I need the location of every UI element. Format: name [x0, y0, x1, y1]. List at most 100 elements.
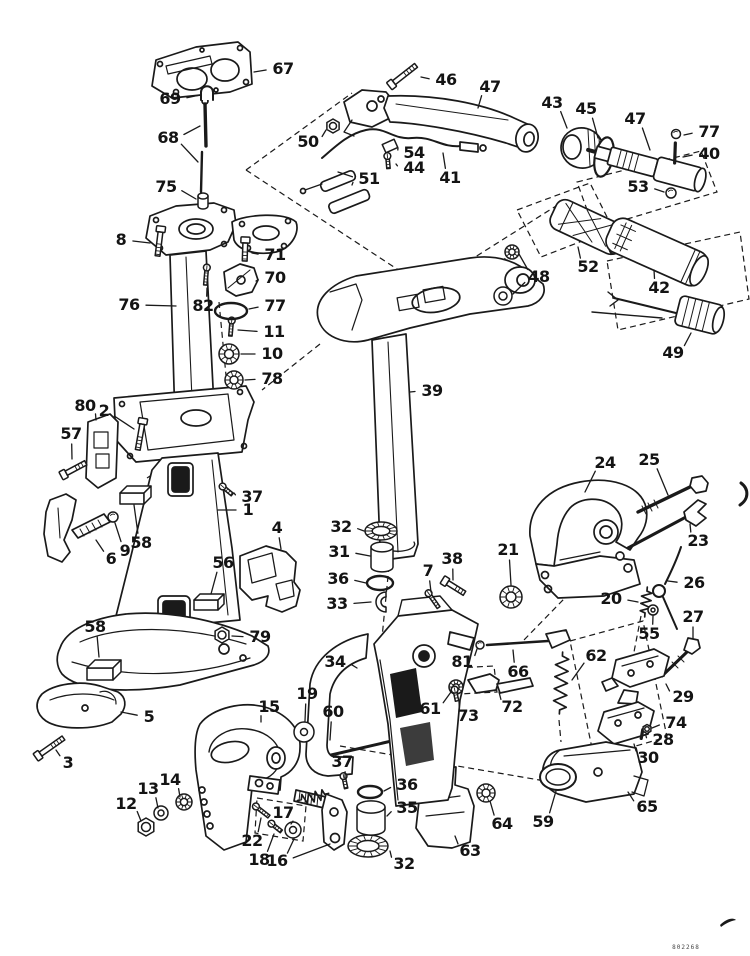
lock-wire-26	[652, 546, 682, 630]
callout-39: 39	[421, 381, 443, 400]
bolt-71-glyph	[240, 236, 251, 262]
callout-10: 10	[261, 344, 283, 363]
bolt-3-glyph	[32, 735, 66, 762]
mount-58a-glyph	[119, 485, 152, 505]
callout-58: 58	[130, 533, 152, 552]
callout-17: 17	[272, 803, 294, 822]
callout-58: 58	[84, 617, 106, 636]
callout-37: 37	[331, 752, 353, 771]
pivot-bolt-27	[660, 637, 701, 678]
callout-19: 19	[296, 684, 318, 703]
clamp-handle-5	[36, 682, 126, 729]
callout-44: 44	[403, 158, 425, 177]
callout-80: 80	[74, 396, 96, 415]
callout-77: 77	[698, 122, 720, 141]
callout-8: 8	[115, 230, 127, 249]
callout-32: 32	[393, 854, 415, 873]
screw-44-glyph	[383, 151, 392, 170]
callout-2: 2	[98, 401, 110, 420]
bushing-31-glyph	[370, 541, 394, 573]
callout-16: 16	[266, 851, 288, 870]
callout-67: 67	[272, 59, 294, 78]
print-artifact	[720, 481, 749, 927]
grip-ring-43	[560, 127, 604, 169]
callout-33: 33	[326, 594, 348, 613]
callout-34: 34	[324, 652, 346, 671]
clip-69-glyph	[200, 85, 214, 101]
callout-42: 42	[648, 278, 670, 297]
callout-50: 50	[297, 132, 319, 151]
callout-32: 32	[330, 517, 352, 536]
bracket-30	[597, 689, 655, 745]
callout-54: 54	[403, 143, 425, 162]
callout-82: 82	[192, 296, 214, 315]
screw-7-glyph	[424, 589, 441, 610]
callout-63: 63	[459, 841, 481, 860]
hardware-glyphs	[32, 62, 682, 858]
callout-73: 73	[457, 706, 479, 725]
bolt-8-glyph	[154, 224, 167, 257]
washer-13-glyph	[153, 805, 169, 821]
callout-9: 9	[119, 541, 131, 560]
callout-75: 75	[155, 177, 177, 196]
grommet-10-glyph	[218, 343, 240, 365]
callout-13: 13	[137, 779, 159, 798]
callout-36: 36	[396, 775, 418, 794]
callout-70: 70	[264, 268, 286, 287]
bolt-38-glyph	[439, 575, 467, 597]
callout-26: 26	[683, 573, 705, 592]
oring-36a-glyph	[365, 574, 395, 592]
bushing-35-glyph	[356, 800, 386, 836]
callout-81: 81	[451, 652, 473, 671]
bolt-46-glyph	[386, 62, 419, 91]
callout-37: 37	[241, 487, 263, 506]
callout-29: 29	[672, 687, 694, 706]
bushing-75-glyph	[197, 192, 209, 210]
callout-21: 21	[497, 540, 519, 559]
screw-22-glyph	[251, 802, 271, 819]
callout-leader-lines	[55, 69, 694, 859]
callout-45: 45	[575, 99, 597, 118]
mount-58b-glyph	[86, 659, 122, 681]
callout-52: 52	[577, 257, 599, 276]
nut-50-glyph	[326, 118, 340, 134]
drawing-code: 802268	[672, 944, 700, 951]
cap-77a-glyph	[670, 128, 682, 140]
callout-11: 11	[263, 322, 285, 341]
callout-57: 57	[60, 424, 82, 443]
callout-28: 28	[652, 730, 674, 749]
callout-30: 30	[637, 748, 659, 767]
callout-38: 38	[441, 549, 463, 568]
nut-74-glyph	[642, 723, 652, 735]
callout-47: 47	[624, 109, 646, 128]
callout-53: 53	[627, 177, 649, 196]
thrust-rod-bolt-25	[636, 475, 709, 515]
bushing-48a-glyph	[504, 244, 520, 260]
callout-27: 27	[682, 607, 704, 626]
callout-12: 12	[115, 794, 137, 813]
reverse-lock-rod-23	[626, 499, 707, 550]
oring-36b-glyph	[356, 784, 384, 800]
ball-9-glyph	[107, 511, 119, 523]
callout-14: 14	[159, 770, 181, 789]
bearing-32b-glyph	[347, 834, 389, 858]
clamp-plate-80	[85, 413, 119, 489]
steering-handle-47	[343, 89, 539, 153]
mount-bracket-70	[223, 263, 259, 297]
stern-bracket-stbd-24	[529, 479, 648, 599]
bushing-21-glyph	[499, 585, 523, 609]
screw-82-glyph	[202, 263, 211, 286]
callout-77: 77	[264, 296, 286, 315]
washer-48b-glyph	[493, 286, 513, 306]
latch-rod-66	[485, 629, 571, 649]
stern-bracket-port-15	[194, 704, 348, 851]
callout-22: 22	[241, 831, 263, 850]
bolt-2-glyph	[134, 416, 149, 451]
pad-54-glyph	[381, 138, 399, 154]
plug-64-glyph	[476, 783, 496, 803]
gasket-67	[151, 41, 253, 99]
callout-41: 41	[439, 168, 461, 187]
washer-19-glyph	[293, 721, 315, 743]
callout-68: 68	[157, 128, 179, 147]
callout-61: 61	[419, 699, 441, 718]
